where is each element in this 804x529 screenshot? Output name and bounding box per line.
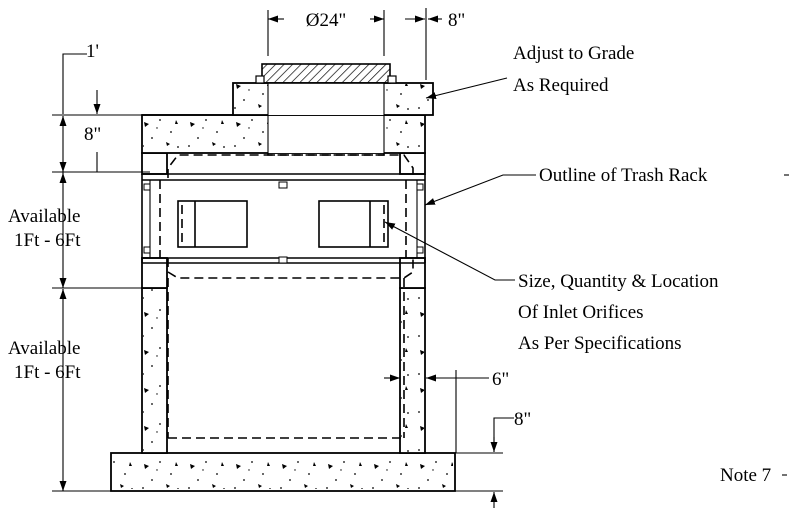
top-one-foot-label: 1' bbox=[86, 41, 99, 62]
upper-available-line2: 1Ft - 6Ft bbox=[14, 230, 81, 251]
dim-left-verticals bbox=[52, 53, 150, 492]
base-slab bbox=[110, 452, 456, 492]
adjust-grade-line2: As Required bbox=[513, 75, 609, 96]
pipe-diameter-label: Ø24" bbox=[306, 10, 346, 31]
side-wall-label: 6" bbox=[492, 369, 509, 390]
base-thickness-label: 8" bbox=[514, 409, 531, 430]
orifices-line1: Size, Quantity & Location bbox=[518, 271, 719, 292]
riser-offset-label: 8" bbox=[448, 10, 465, 31]
trash-rack-label: Outline of Trash Rack bbox=[539, 165, 708, 186]
upper-available-line1: Available bbox=[8, 206, 80, 227]
orifices-line2: Of Inlet Orifices bbox=[518, 302, 644, 323]
manhole-frame-cover bbox=[255, 63, 397, 84]
callout-leaders bbox=[384, 77, 789, 476]
top-slab bbox=[141, 114, 426, 154]
dim-side-wall bbox=[384, 370, 489, 453]
adjust-grade-line1: Adjust to Grade bbox=[513, 43, 634, 64]
riser-ring bbox=[232, 82, 434, 153]
dim-base-thickness bbox=[455, 417, 514, 508]
slab-thickness-label: 8" bbox=[84, 124, 101, 145]
lower-available-line2: 1Ft - 6Ft bbox=[14, 362, 81, 383]
dim-pipe-diameter bbox=[267, 10, 385, 56]
trash-rack bbox=[141, 173, 426, 264]
orifice-right bbox=[318, 200, 389, 248]
orifices-line3: As Per Specifications bbox=[518, 333, 682, 354]
left-wall bbox=[141, 152, 168, 454]
note-label: Note 7 bbox=[720, 465, 771, 486]
dim-riser-offset bbox=[405, 8, 442, 80]
lower-available-line1: Available bbox=[8, 338, 80, 359]
interior-outline bbox=[159, 153, 414, 439]
orifice-left bbox=[177, 200, 248, 248]
